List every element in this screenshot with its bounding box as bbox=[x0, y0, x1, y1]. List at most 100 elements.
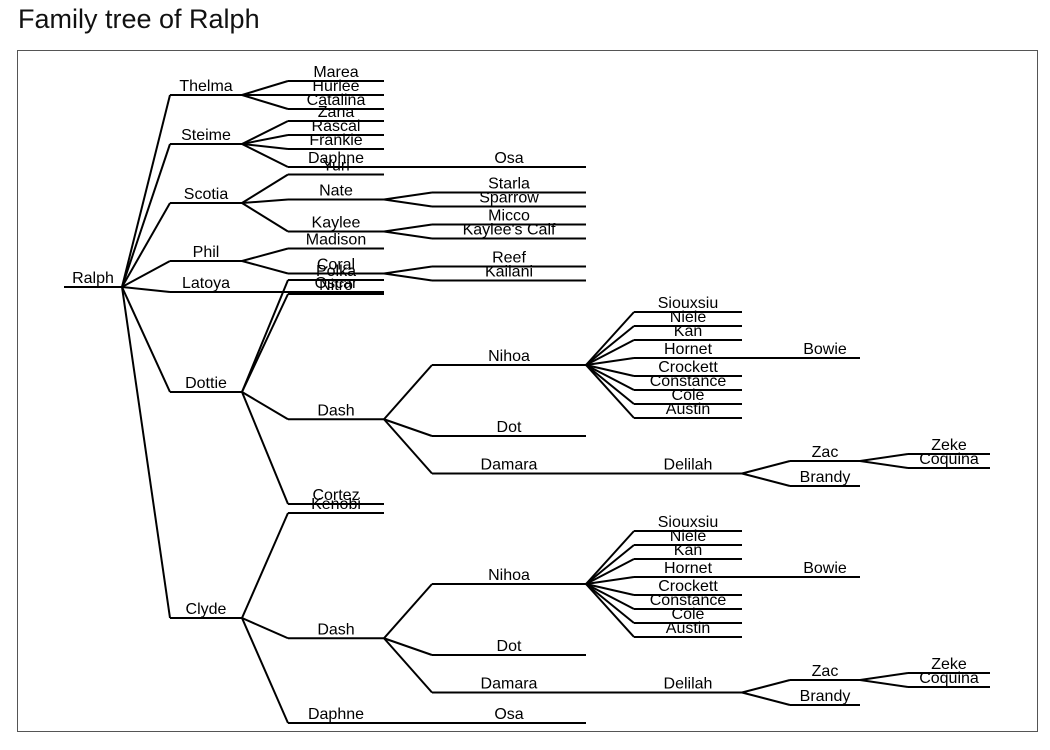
node-label-ralph-thelma-hurlee: Hurlee bbox=[312, 78, 359, 95]
connector-ralph-thelma-catalina bbox=[241, 94, 289, 110]
connector-ralph-scotia-kaylee-micco bbox=[383, 223, 433, 233]
node-label-ralph-dottie-dash-damara-delilah: Delilah bbox=[664, 457, 713, 474]
connector-ralph-phil-coral-kailani bbox=[383, 272, 433, 282]
node-label-ralph-steime-daphne: Daphne bbox=[308, 150, 364, 167]
connector-ralph-clyde-dash-nihoa-siouxsiu bbox=[585, 530, 635, 585]
node-label-ralph-scotia-kaylee: Kaylee bbox=[312, 215, 361, 232]
node-label-ralph-dottie-dash-nihoa: Nihoa bbox=[488, 348, 530, 365]
connector-ralph-dottie-dash bbox=[241, 391, 289, 421]
node-label-ralph-clyde-dash-damara-delilah-zac-coquina: Coquina bbox=[919, 670, 979, 687]
node-label-ralph-scotia-nate: Nate bbox=[319, 183, 353, 200]
node-label-ralph-clyde-dash-nihoa-crockett: Crockett bbox=[658, 578, 718, 595]
node-label-ralph-clyde-dash: Dash bbox=[317, 621, 354, 638]
node-label-ralph-clyde-dash-damara-delilah-zac-zeke: Zeke bbox=[931, 656, 967, 673]
connector-ralph-scotia-kaylee bbox=[241, 202, 289, 233]
node-label-ralph-dottie-dash-damara-delilah-zac-coquina: Coquina bbox=[919, 451, 979, 468]
connector-ralph-scotia-nate-starla bbox=[383, 191, 433, 201]
connector-ralph-dottie-dash-nihoa-cole bbox=[585, 364, 635, 405]
connector-ralph-clyde-dash bbox=[241, 617, 289, 640]
connector-ralph-phil-coral bbox=[241, 260, 289, 275]
node-label-ralph-steime-zana: Zana bbox=[318, 104, 355, 121]
connector-ralph-clyde-dash-damara bbox=[383, 637, 433, 694]
node-label-ralph-clyde-daphne-osa: Osa bbox=[494, 706, 523, 723]
connector-ralph-latoya bbox=[121, 286, 171, 293]
node-label-ralph-clyde-dash-damara-delilah-zac: Zac bbox=[812, 663, 839, 680]
connector-ralph-dottie-dash-nihoa-crockett bbox=[585, 364, 635, 377]
node-label-ralph-phil-coral-reef: Reef bbox=[492, 250, 526, 267]
connector-ralph-clyde-dash-damara-delilah-zac-zeke bbox=[859, 672, 909, 681]
connector-ralph-dottie bbox=[121, 286, 171, 393]
diagram-frame bbox=[17, 50, 1038, 732]
node-label-ralph-steime: Steime bbox=[181, 127, 231, 144]
node-label-ralph-scotia-nate-starla: Starla bbox=[488, 176, 530, 193]
node-label-ralph-dottie-dash-nihoa-hornet: Hornet bbox=[664, 341, 713, 358]
node-label-ralph-clyde-dash-nihoa-hornet: Hornet bbox=[664, 560, 713, 577]
node-label-ralph-dottie-dash-damara-delilah-brandy: Brandy bbox=[800, 469, 851, 486]
node-label-ralph-clyde-daphne: Daphne bbox=[308, 706, 364, 723]
connector-ralph-steime-daphne bbox=[241, 143, 289, 168]
node-label-ralph-clyde-dash-nihoa-cole: Cole bbox=[672, 606, 705, 623]
connector-ralph-steime-rascal bbox=[241, 134, 289, 145]
connector-ralph-steime-zana bbox=[241, 120, 289, 145]
node-label-ralph-clyde-dash-nihoa-constance: Constance bbox=[650, 592, 727, 609]
node-label-ralph-dottie-dash-nihoa-crockett: Crockett bbox=[658, 359, 718, 376]
node-label-ralph-phil: Phil bbox=[193, 244, 220, 261]
connector-ralph-thelma-marea bbox=[241, 80, 289, 96]
connector-ralph-clyde bbox=[121, 286, 171, 619]
node-label-ralph-dottie-dash-nihoa-siouxsiu: Siouxsiu bbox=[658, 295, 718, 312]
connector-ralph-dottie-nitro bbox=[241, 293, 289, 393]
connector-ralph-dottie-dash-nihoa-constance bbox=[585, 364, 635, 391]
connector-ralph-scotia-nate-sparrow bbox=[383, 198, 433, 208]
node-label-ralph-dottie-dash-nihoa-kan: Kan bbox=[674, 323, 702, 340]
connector-ralph-clyde-dash-nihoa-crockett bbox=[585, 583, 635, 596]
node-label-ralph-dottie-dash: Dash bbox=[317, 402, 354, 419]
node-label-ralph-scotia-yuri: Yuri bbox=[322, 158, 350, 175]
node-label-ralph-clyde-dash-dot: Dot bbox=[497, 638, 522, 655]
connector-ralph-dottie-dash-nihoa-hornet bbox=[585, 357, 635, 366]
connector-ralph-clyde-kenobi bbox=[241, 512, 289, 619]
node-label-ralph-dottie-nitro: Nitro bbox=[319, 277, 353, 294]
connector-ralph-scotia-nate bbox=[241, 198, 289, 204]
connector-ralph-clyde-dash-damara-delilah-brandy bbox=[741, 691, 791, 706]
connector-ralph-phil bbox=[121, 260, 171, 288]
node-label-ralph-steime-frankie: Frankie bbox=[309, 132, 362, 149]
connector-ralph-clyde-dash-nihoa-constance bbox=[585, 583, 635, 610]
node-label-ralph-steime-rascal: Rascal bbox=[312, 118, 361, 135]
page-title: Family tree of Ralph bbox=[18, 4, 260, 34]
node-label-ralph-dottie-dash-nihoa-austin: Austin bbox=[666, 401, 710, 418]
node-label-ralph-clyde-dash-damara: Damara bbox=[481, 676, 538, 693]
connector-ralph-dottie-dash-nihoa-siouxsiu bbox=[585, 311, 635, 366]
connector-ralph-thelma bbox=[121, 94, 171, 288]
node-label-ralph-phil-coral: Coral bbox=[317, 257, 355, 274]
node-label-ralph-clyde-dash-damara-delilah-brandy: Brandy bbox=[800, 688, 851, 705]
node-label-ralph-dottie: Dottie bbox=[185, 375, 227, 392]
connector-ralph-dottie-dash-damara-delilah-zac-coquina bbox=[859, 460, 909, 469]
connector-ralph-dottie-dash-damara-delilah-zac bbox=[741, 460, 791, 475]
connector-ralph-dottie-cortez bbox=[241, 391, 289, 505]
connector-ralph-clyde-dash-nihoa-hornet bbox=[585, 576, 635, 585]
connector-ralph-clyde-daphne bbox=[241, 617, 289, 724]
connector-ralph-dottie-dash-damara-delilah-zac-zeke bbox=[859, 453, 909, 462]
node-label-ralph-clyde-dash-nihoa-hornet-bowie: Bowie bbox=[803, 560, 847, 577]
node-label-ralph-clyde-dash-nihoa-kan: Kan bbox=[674, 542, 702, 559]
connector-ralph-phil-coral-reef bbox=[383, 265, 433, 275]
node-label-ralph-dottie-dash-nihoa-hornet-bowie: Bowie bbox=[803, 341, 847, 358]
connector-ralph-clyde-dash-damara-delilah-zac bbox=[741, 679, 791, 694]
node-label-ralph-clyde-dash-damara-delilah: Delilah bbox=[664, 676, 713, 693]
connector-ralph-scotia bbox=[121, 202, 171, 288]
node-label-ralph-scotia-kaylee-micco: Micco bbox=[488, 208, 530, 225]
connector-ralph-clyde-dash-nihoa-kan bbox=[585, 558, 635, 585]
node-label-ralph-latoya: Latoya bbox=[182, 275, 230, 292]
node-label-ralph-scotia-kaylee-kaylee-s-calf: Kaylee's Calf bbox=[463, 222, 556, 239]
node-label-ralph-dottie-dash-damara: Damara bbox=[481, 457, 538, 474]
connector-ralph-scotia-kaylee-kaylee-s-calf bbox=[383, 230, 433, 240]
node-label-ralph-steime-daphne-osa: Osa bbox=[494, 150, 523, 167]
connector-ralph-scotia-yuri bbox=[241, 173, 289, 204]
node-label-ralph-phil-madison: Madison bbox=[306, 232, 366, 249]
node-label-ralph-clyde-dash-nihoa-siouxsiu: Siouxsiu bbox=[658, 514, 718, 531]
connector-ralph-dottie-dash-nihoa-austin bbox=[585, 364, 635, 419]
node-label-ralph-clyde: Clyde bbox=[186, 601, 227, 618]
node-label-ralph-scotia-nate-sparrow: Sparrow bbox=[479, 190, 539, 207]
node-label-ralph-scotia: Scotia bbox=[184, 186, 229, 203]
connector-ralph-steime-frankie bbox=[241, 143, 289, 150]
